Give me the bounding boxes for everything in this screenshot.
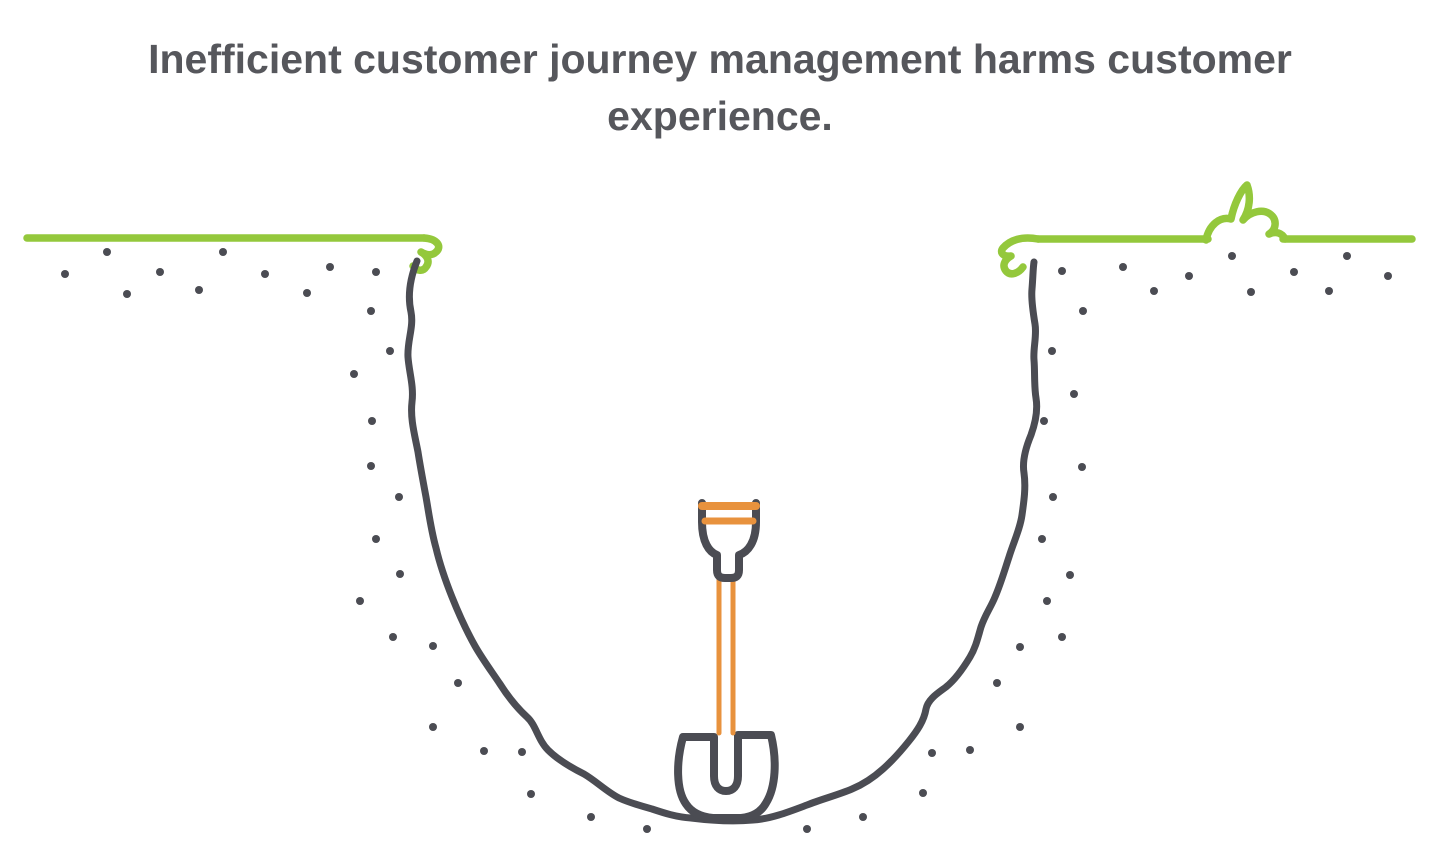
dirt-dot	[454, 679, 462, 687]
dirt-dot	[389, 633, 397, 641]
dirt-dot	[480, 747, 488, 755]
dirt-dot	[1043, 597, 1051, 605]
dirt-dot	[219, 248, 227, 256]
dirt-dot	[261, 270, 269, 278]
dirt-dot	[429, 723, 437, 731]
dirt-dot	[1049, 493, 1057, 501]
dirt-dot	[643, 825, 651, 833]
dirt-dot	[587, 813, 595, 821]
dirt-dot	[1066, 571, 1074, 579]
dirt-dot	[372, 535, 380, 543]
dirt-dot	[396, 570, 404, 578]
dirt-dot	[966, 746, 974, 754]
grass-flick-left	[409, 234, 443, 274]
grass-flick-right	[997, 234, 1042, 278]
dirt-dot	[350, 370, 358, 378]
dirt-dot	[303, 289, 311, 297]
dirt-dot	[527, 790, 535, 798]
headline-line-1: Inefficient customer journey management …	[148, 36, 1292, 82]
dirt-dot	[1070, 390, 1078, 398]
dirt-dot	[367, 462, 375, 470]
dirt-dot	[803, 825, 811, 833]
dirt-dot	[1150, 287, 1158, 295]
dirt-dot	[993, 679, 1001, 687]
dirt-dot	[1016, 643, 1024, 651]
dirt-dot	[1048, 347, 1056, 355]
dirt-dot	[367, 307, 375, 315]
dirt-dot	[1016, 723, 1024, 731]
dirt-dot	[156, 268, 164, 276]
dirt-dot	[1058, 267, 1066, 275]
dirt-dot	[1290, 268, 1298, 276]
dirt-dot	[395, 493, 403, 501]
dirt-dot	[61, 270, 69, 278]
dirt-dot	[1247, 288, 1255, 296]
dirt-dot	[386, 347, 394, 355]
shovel-handle-outline	[698, 499, 760, 582]
dirt-dot	[1038, 535, 1046, 543]
headline-line-2: experience.	[607, 93, 833, 139]
dirt-dot	[356, 597, 364, 605]
dirt-dot	[1079, 307, 1087, 315]
dirt-dot	[1078, 463, 1086, 471]
dirt-dot	[1228, 252, 1236, 260]
page-title: Inefficient customer journey management …	[0, 31, 1440, 145]
dirt-dot	[1325, 287, 1333, 295]
dirt-dot	[1058, 633, 1066, 641]
dirt-dot	[1040, 417, 1048, 425]
dirt-dot	[928, 749, 936, 757]
dirt-dot	[372, 268, 380, 276]
dirt-dot	[103, 248, 111, 256]
dirt-dot	[429, 642, 437, 650]
hole-outline	[404, 257, 1041, 825]
dirt-dot	[1343, 252, 1351, 260]
grass-tuft	[1202, 181, 1289, 244]
dirt-dot	[326, 263, 334, 271]
dirt-dot	[1384, 272, 1392, 280]
dirt-dot	[123, 290, 131, 298]
dirt-dot	[195, 286, 203, 294]
dirt-dots	[61, 248, 1392, 833]
dirt-dot	[1119, 263, 1127, 271]
shovel-blade	[674, 731, 779, 822]
dirt-dot	[919, 789, 927, 797]
dirt-dot	[518, 748, 526, 756]
dirt-dot	[859, 813, 867, 821]
dirt-dot	[1185, 272, 1193, 280]
dirt-dot	[368, 417, 376, 425]
shovel	[674, 499, 779, 822]
